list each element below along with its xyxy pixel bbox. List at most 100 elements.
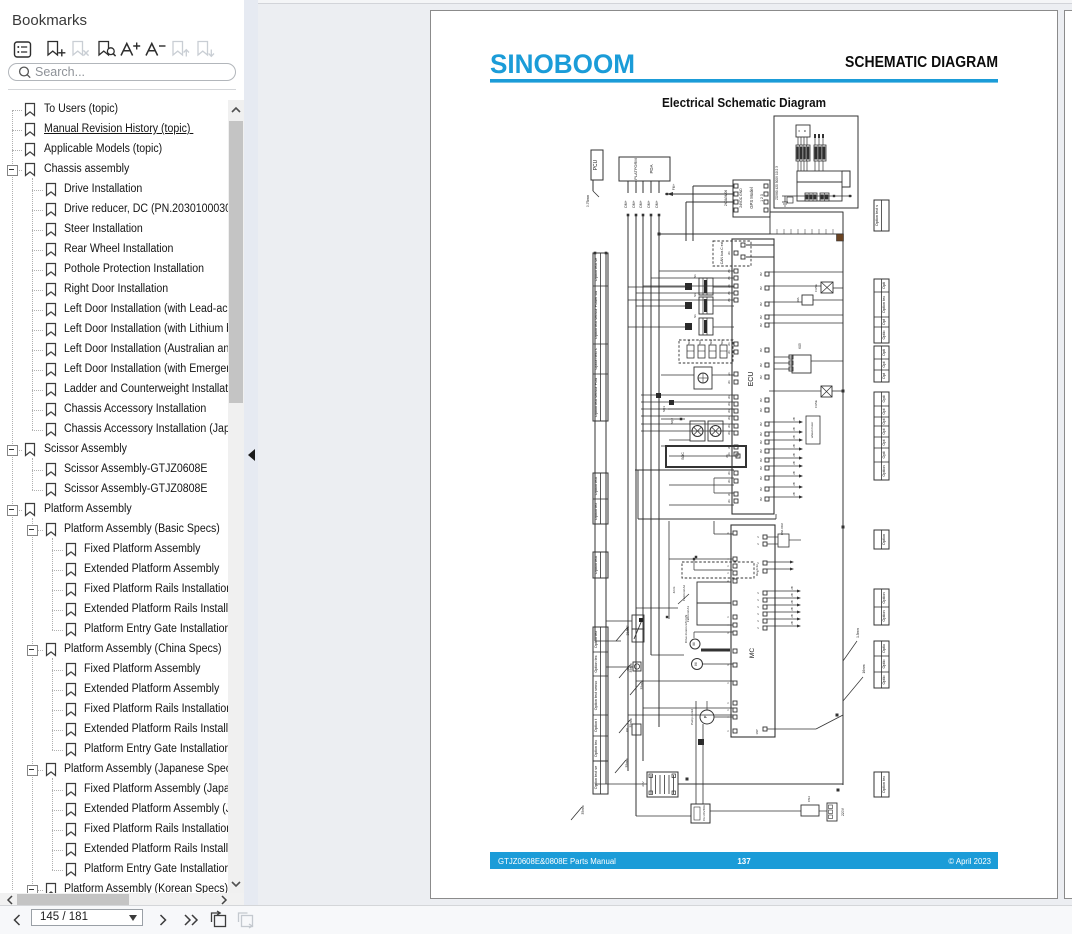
svg-text:Optio: Optio [882,659,886,668]
svg-text:1: 1 [726,702,730,704]
svg-text:1: 1 [726,532,730,534]
svg-text:B2: B2 [759,422,763,426]
svg-text:B2: B2 [759,440,763,444]
svg-text:1: 1 [726,602,730,604]
svg-text:0.75mm: 0.75mm [586,195,590,207]
svg-text:1: 1 [726,616,730,618]
svg-text:35mm: 35mm [640,680,644,689]
svg-text:Field coil A2: Field coil A2 [682,585,686,602]
svg-text:1 2 3: 1 2 3 [760,194,764,202]
svg-text:16mm: 16mm [862,664,866,673]
svg-text:2B: 2B [792,453,796,456]
svg-text:Rev b bn: Rev b bn [755,564,759,576]
svg-text:Option text: Option text [594,555,598,574]
svg-text:Option text sensor Power sw: Option text sensor Power sw [594,291,598,340]
svg-text:1: 1 [726,664,730,666]
svg-text:P: P [703,715,708,718]
svg-text:Opt: Opt [882,407,886,414]
svg-text:Option text se: Option text se [594,766,598,789]
svg-text:2B: 2B [790,621,794,624]
svg-text:FU5E: FU5E [814,284,818,292]
svg-text:ECU: ECU [748,372,755,387]
svg-text:SQ2: SQ2 [670,418,674,424]
svg-text:B2: B2 [759,315,763,319]
svg-text:Opti: Opti [882,451,886,458]
svg-text:GTJZ0608E&0808E Parts Manual: GTJZ0608E&0808E Parts Manual [498,857,616,866]
svg-text:40A: 40A [796,297,800,302]
svg-text:B2: B2 [759,302,763,306]
svg-text:PLATFORM: PLATFORM [633,158,638,179]
svg-text:35mm: 35mm [629,718,633,727]
svg-text:2B: 2B [790,586,794,589]
svg-text:Option: Option [882,465,886,476]
svg-text:B2: B2 [759,375,763,379]
svg-text:S1: S1 [693,314,697,318]
svg-text:Option text senso: Option text senso [594,681,598,711]
svg-text:GPS Model: GPS Model [749,187,754,208]
svg-text:2B: 2B [790,600,794,603]
svg-text:S02: S02 [709,339,713,344]
svg-text:B2: B2 [759,497,763,501]
svg-text:Drive motors left right: Drive motors left right [684,615,688,644]
svg-text:CAN bus C ext: CAN bus C ext [720,242,724,264]
svg-text:2: 2 [756,562,760,564]
svg-text:Field coil A1: Field coil A1 [686,606,690,623]
svg-text:A1: A1 [727,395,731,399]
svg-text:35mm: 35mm [581,805,585,814]
svg-text:DM+: DM+ [655,200,659,207]
svg-text:A1: A1 [727,452,731,456]
svg-text:B2: B2 [759,476,763,480]
svg-text:M: M [694,662,698,665]
svg-text:1: 1 [726,572,730,574]
svg-text:35mm: 35mm [626,626,630,635]
svg-text:B: B [803,130,807,132]
svg-text:2: 2 [756,570,760,572]
svg-text:2B: 2B [792,427,796,430]
svg-text:B2: B2 [759,432,763,436]
svg-text:B2: B2 [759,408,763,412]
svg-text:Option tex: Option tex [882,776,886,793]
svg-text:2: 2 [756,536,760,538]
svg-text:Opt: Opt [882,427,886,434]
svg-text:A1: A1 [727,431,731,435]
svg-text:B2: B2 [759,487,763,491]
svg-text:wheel motor: wheel motor [810,422,814,438]
svg-text:1: 1 [726,730,730,732]
svg-text:DN1 DN2: DN1 DN2 [780,523,784,535]
svg-text:A1: A1 [727,342,731,346]
svg-text:1: 1 [726,558,730,560]
svg-text:A1: A1 [727,471,731,475]
svg-text:Opt: Opt [882,438,886,445]
svg-text:A1: A1 [727,409,731,413]
svg-text:B2: B2 [759,466,763,470]
svg-text:Option: Option [882,592,886,603]
svg-text:Option text s: Option text s [594,348,598,369]
svg-text:2: 2 [756,627,760,629]
svg-text:A1: A1 [727,416,731,420]
svg-text:Option tex: Option tex [594,503,598,520]
svg-text:A1: A1 [727,424,731,428]
svg-text:PCU: PCU [593,159,599,170]
svg-text:2: 2 [756,606,760,608]
svg-text:FU5E: FU5E [814,400,818,408]
svg-text:1: 1 [726,709,730,711]
svg-text:1: 1 [726,580,730,582]
svg-text:Electrical Schematic Diagram: Electrical Schematic Diagram [662,96,826,110]
svg-text:CN2: CN2 [807,796,811,802]
svg-text:A1: A1 [727,251,731,255]
svg-text:Option text se: Option text se [594,258,598,281]
svg-text:2: 2 [756,543,760,545]
svg-text:4mm: 4mm [672,586,676,593]
svg-text:B2: B2 [759,458,763,462]
svg-text:DM+: DM+ [632,200,636,207]
svg-text:Opti: Opti [882,282,886,289]
svg-text:1.5mm: 1.5mm [856,628,860,638]
svg-text:Pump contd: Pump contd [690,709,694,725]
svg-text:1: 1 [726,632,730,634]
svg-text:PDA: PDA [649,164,654,173]
svg-text:Opti: Opti [882,395,886,402]
svg-text:Option tex: Option tex [882,296,886,313]
svg-text:B2: B2 [759,286,763,290]
svg-text:Option text sensor Pow: Option text sensor Pow [594,378,598,418]
svg-text:SINOBOOM: SINOBOOM [490,49,635,79]
